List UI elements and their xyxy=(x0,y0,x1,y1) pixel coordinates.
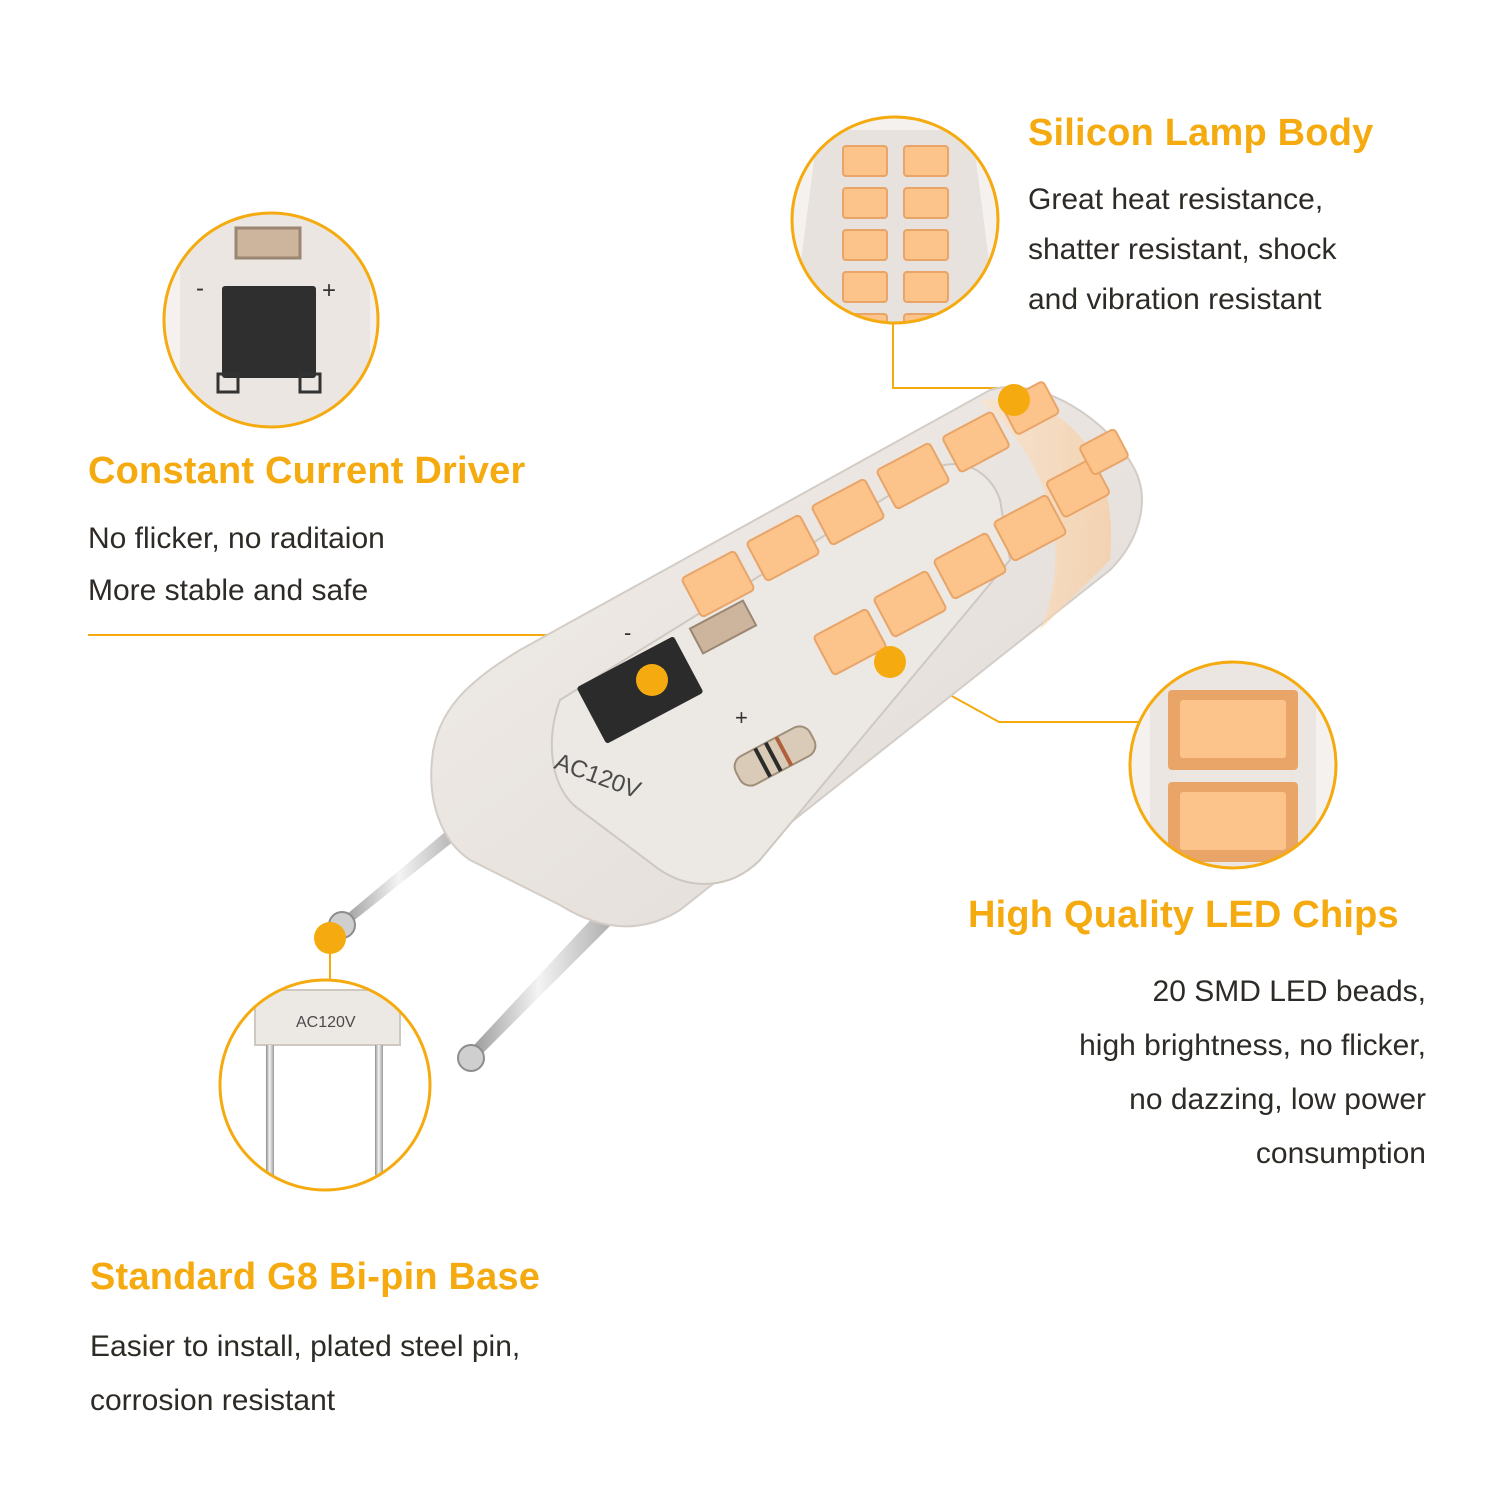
silicon-description: Great heat resistance, shatter resistant… xyxy=(1028,175,1336,325)
bi-pin-base xyxy=(328,822,632,1072)
marker-dots xyxy=(314,384,1030,954)
chips-description: 20 SMD LED beads, high brightness, no fl… xyxy=(1079,965,1426,1181)
marker-driver xyxy=(636,664,668,696)
polarity-minus: - xyxy=(624,620,631,645)
driver-description: No flicker, no raditaion More stable and… xyxy=(88,513,385,617)
driver-title: Constant Current Driver xyxy=(88,450,526,492)
base-title: Standard G8 Bi-pin Base xyxy=(90,1256,541,1298)
svg-text:-: - xyxy=(196,275,204,302)
silicon-line: Great heat resistance, xyxy=(1028,183,1324,216)
polarity-plus: + xyxy=(735,705,748,730)
chips-line: no dazzing, low power xyxy=(1129,1083,1426,1116)
detail-base-circle: AC120V xyxy=(218,978,432,1192)
driver-line: No flicker, no raditaion xyxy=(88,522,385,555)
base-line: corrosion resistant xyxy=(90,1384,336,1417)
detail-driver-circle: - + xyxy=(162,211,380,429)
silicon-line: shatter resistant, shock xyxy=(1028,233,1337,266)
detail-chips-circle xyxy=(1128,660,1338,870)
base-line: Easier to install, plated steel pin, xyxy=(90,1330,521,1363)
pcb-board xyxy=(550,463,1012,885)
detail-silicon-circle xyxy=(790,115,1000,325)
driver-line: More stable and safe xyxy=(88,574,369,607)
svg-text:AC120V: AC120V xyxy=(296,1014,356,1031)
marker-base xyxy=(314,922,346,954)
silicon-line: and vibration resistant xyxy=(1028,283,1322,316)
base-description: Easier to install, plated steel pin, cor… xyxy=(90,1320,520,1428)
leader-silicon xyxy=(892,322,1014,389)
chips-line: 20 SMD LED beads, xyxy=(1152,975,1426,1008)
chips-title: High Quality LED Chips xyxy=(968,894,1399,936)
chips-line: high brightness, no flicker, xyxy=(1079,1029,1426,1062)
svg-text:+: + xyxy=(322,277,336,304)
silicon-title: Silicon Lamp Body xyxy=(1028,112,1374,154)
marker-chips xyxy=(874,646,906,678)
chips-line: consumption xyxy=(1255,1137,1426,1170)
marker-silicon xyxy=(998,384,1030,416)
